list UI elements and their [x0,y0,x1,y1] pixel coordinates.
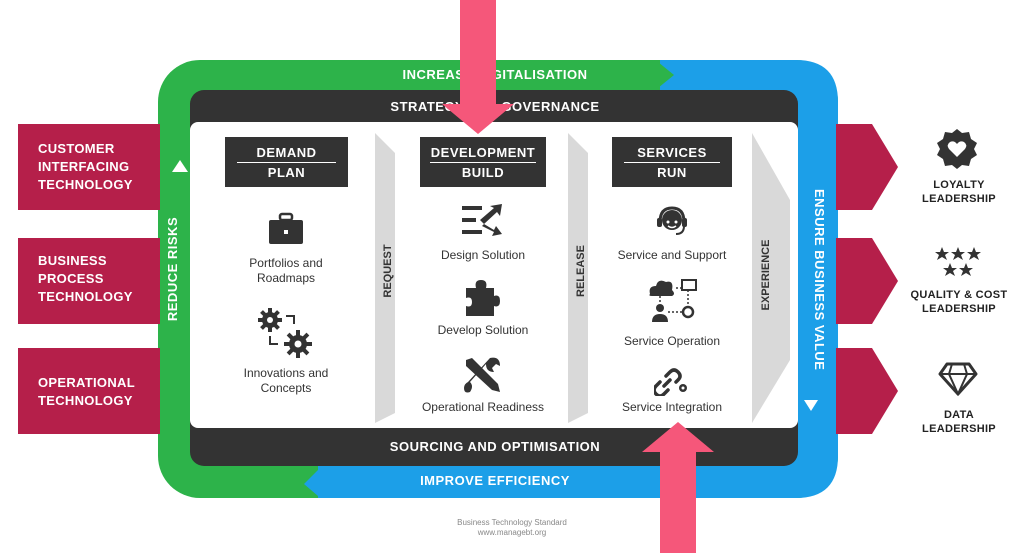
tools-icon [464,357,500,393]
shuffle-icon [462,204,502,236]
input-arrow-1 [18,124,160,210]
item-service-integration: Service Integration [621,400,723,414]
input-arrow-2 [18,238,160,324]
item-develop-solution: Develop Solution [437,323,529,337]
header-services-run: SERVICES RUN [612,137,732,187]
cloud-network-icon [649,279,697,322]
stars-icon [935,247,981,276]
item-service-support: Service and Support [617,248,727,262]
header-development-build: DEVELOPMENT BUILD [420,137,546,187]
output-arrow-1 [836,124,898,210]
diamond-icon [938,362,978,396]
bottom-label: IMPROVE EFFICIENCY [420,473,570,488]
header-demand-plan: DEMAND PLAN [225,137,348,187]
gears-icon [258,308,312,358]
input-arrow-3 [18,348,160,434]
headset-icon [657,206,687,235]
item-operational-readiness: Operational Readiness [421,400,545,414]
item-service-operation: Service Operation [623,334,721,348]
briefcase-icon [269,212,303,244]
output-arrow-3 [836,348,898,434]
sourcing-label: SOURCING AND OPTIMISATION [389,439,601,454]
output-arrow-2 [836,238,898,324]
heart-badge-icon [937,129,977,169]
link-gear-icon [654,368,687,396]
puzzle-icon [466,280,500,316]
item-design-solution: Design Solution [440,248,526,262]
